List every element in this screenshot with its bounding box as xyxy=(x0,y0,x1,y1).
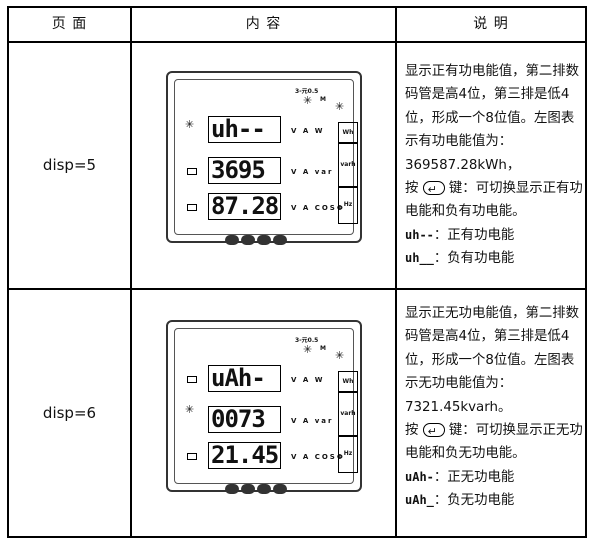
indicator-star-icon: ✳ xyxy=(303,343,313,356)
description-cell: 显示正无功电能值，第二排数码管是高4位，第三排是低4位，形成一个8位值。左图表示… xyxy=(397,302,585,513)
header-page-text: 页 面 xyxy=(51,16,88,32)
description-text: 显示正无功电能值，第二排数码管是高4位，第三排是低4位，形成一个8位值。左图表示… xyxy=(405,306,580,415)
code-line: uAh_：负无功电能 xyxy=(405,489,583,512)
unit-box-hz: Hz xyxy=(338,435,358,473)
left-button[interactable] xyxy=(225,484,239,494)
description-key-text: 键：可切换显示正无功电能和负无功电能。 xyxy=(405,423,583,462)
code-meaning: ：负有功电能 xyxy=(433,251,515,267)
meter-inner: 3-元0.5 M ✳ ✳ ✳ uAh- V A W 0073 V A var 2… xyxy=(174,328,358,494)
units-line-3: V A COSΦ xyxy=(291,453,345,461)
code-line: uh__：负有功电能 xyxy=(405,247,583,270)
meter-inner: 3-元0.5 M ✳ ✳ ✳ uh-- V A W 3695 V A var 8… xyxy=(174,79,358,245)
row-divider xyxy=(9,288,585,290)
page-cell: disp=6 xyxy=(42,404,97,422)
left-button[interactable] xyxy=(225,235,239,245)
indicator-led xyxy=(187,204,197,211)
enter-button[interactable] xyxy=(273,235,287,245)
meter-class-label: 3-元0.5 xyxy=(295,337,319,344)
meter-m-label: M xyxy=(320,345,326,352)
header-desc: 说 明 xyxy=(397,8,585,41)
units-line-1: V A W xyxy=(291,376,325,384)
menu-button[interactable] xyxy=(257,235,271,245)
units-line-2: V A var xyxy=(291,168,334,176)
code-meaning: ：正无功电能 xyxy=(433,469,515,485)
code-symbol: uAh- xyxy=(405,469,434,484)
meter-class-label: 3-元0.5 xyxy=(295,88,319,95)
col-divider xyxy=(130,8,132,536)
right-button[interactable] xyxy=(241,235,255,245)
code-symbol: uh__ xyxy=(405,251,434,266)
code-symbol: uAh_ xyxy=(405,493,434,508)
header-content: 内 容 xyxy=(132,8,395,41)
units-line-1: V A W xyxy=(291,127,325,135)
header-page: 页 面 xyxy=(9,8,130,41)
header-desc-text: 说 明 xyxy=(473,16,509,32)
page-cell: disp=5 xyxy=(42,156,97,174)
lcd-line-2: 0073 xyxy=(208,406,281,433)
indicator-star-icon: ✳ xyxy=(335,349,345,362)
description-cell: 显示正有功电能值，第二排数码管是高4位，第三排是低4位，形成一个8位值。左图表示… xyxy=(397,60,585,271)
indicator-star-icon: ✳ xyxy=(185,403,195,416)
unit-box-wh: Wh xyxy=(338,371,358,393)
enter-key-icon xyxy=(422,178,445,201)
menu-button[interactable] xyxy=(257,484,271,494)
lcd-line-3: 87.28 xyxy=(208,193,281,220)
row-divider xyxy=(9,41,585,43)
indicator-star-icon: ✳ xyxy=(185,118,195,131)
lcd-line-3: 21.45 xyxy=(208,442,281,469)
code-meaning: ：负无功电能 xyxy=(433,493,515,509)
enter-key-icon xyxy=(422,420,445,443)
lcd-line-1: uh-- xyxy=(208,116,281,143)
description-key-text: 键：可切换显示正有功电能和负有功电能。 xyxy=(405,181,583,220)
meter-m-label: M xyxy=(320,96,326,103)
description-key-line: 按 键：可切换显示正无功电能和负无功电能。 xyxy=(405,419,583,466)
unit-box-hz: Hz xyxy=(338,186,358,224)
code-symbol: uh-- xyxy=(405,227,434,242)
description-key-prefix: 按 xyxy=(405,423,419,439)
meter-panel: 3-元0.5 M ✳ ✳ ✳ uh-- V A W 3695 V A var 8… xyxy=(166,71,362,245)
units-line-3: V A COSΦ xyxy=(291,204,345,212)
description-key-line: 按 键：可切换显示正有功电能和负有功电能。 xyxy=(405,177,583,224)
indicator-star-icon: ✳ xyxy=(335,100,345,113)
indicator-led xyxy=(187,453,197,460)
unit-box-wh: Wh xyxy=(338,122,358,144)
description-key-prefix: 按 xyxy=(405,181,419,197)
meter-buttons xyxy=(225,230,289,249)
code-meaning: ：正有功电能 xyxy=(433,227,515,243)
indicator-led xyxy=(187,376,197,383)
unit-box-varh: varh xyxy=(338,142,358,188)
lcd-line-2: 3695 xyxy=(208,157,281,184)
code-line: uAh-：正无功电能 xyxy=(405,466,583,489)
meter-panel: 3-元0.5 M ✳ ✳ ✳ uAh- V A W 0073 V A var 2… xyxy=(166,320,362,494)
enter-button[interactable] xyxy=(273,484,287,494)
spec-table: 页 面 内 容 说 明 disp=5 3-元0.5 M ✳ ✳ ✳ uh-- V… xyxy=(7,6,587,538)
col-divider xyxy=(395,8,397,536)
indicator-led xyxy=(187,168,197,175)
meter-buttons xyxy=(225,479,289,498)
code-line: uh--：正有功电能 xyxy=(405,224,583,247)
description-text: 显示正有功电能值，第二排数码管是高4位，第三排是低4位，形成一个8位值。左图表示… xyxy=(405,64,580,173)
right-button[interactable] xyxy=(241,484,255,494)
lcd-line-1: uAh- xyxy=(208,365,281,392)
header-content-text: 内 容 xyxy=(245,16,282,32)
indicator-star-icon: ✳ xyxy=(303,94,313,107)
units-line-2: V A var xyxy=(291,417,334,425)
unit-box-varh: varh xyxy=(338,391,358,437)
